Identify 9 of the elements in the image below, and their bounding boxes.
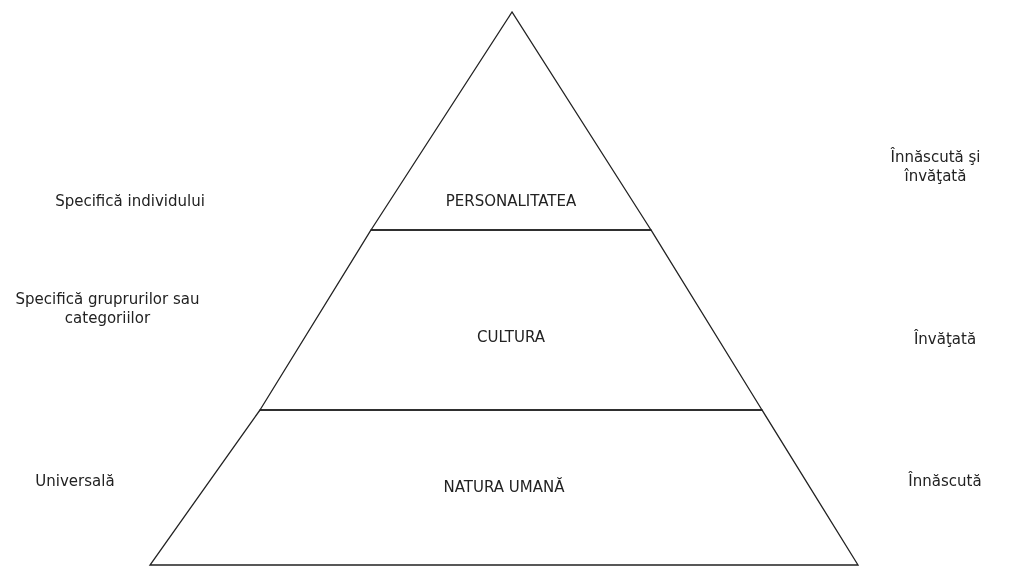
tier-label: CULTURA xyxy=(476,328,546,346)
tier-label: PERSONALITATEA xyxy=(444,192,578,210)
tier-label: NATURA UMANĂ xyxy=(442,478,566,496)
scope-note: Specifică gruprurilor sau categoriilor xyxy=(14,290,201,328)
scope-note: Universală xyxy=(34,472,116,491)
trait-note: Înnăscută xyxy=(907,472,983,491)
scope-note: Specifică individului xyxy=(54,192,206,211)
trait-note: Învăţată xyxy=(912,330,978,349)
trait-note: Înnăscută şi învăţată xyxy=(889,148,982,186)
